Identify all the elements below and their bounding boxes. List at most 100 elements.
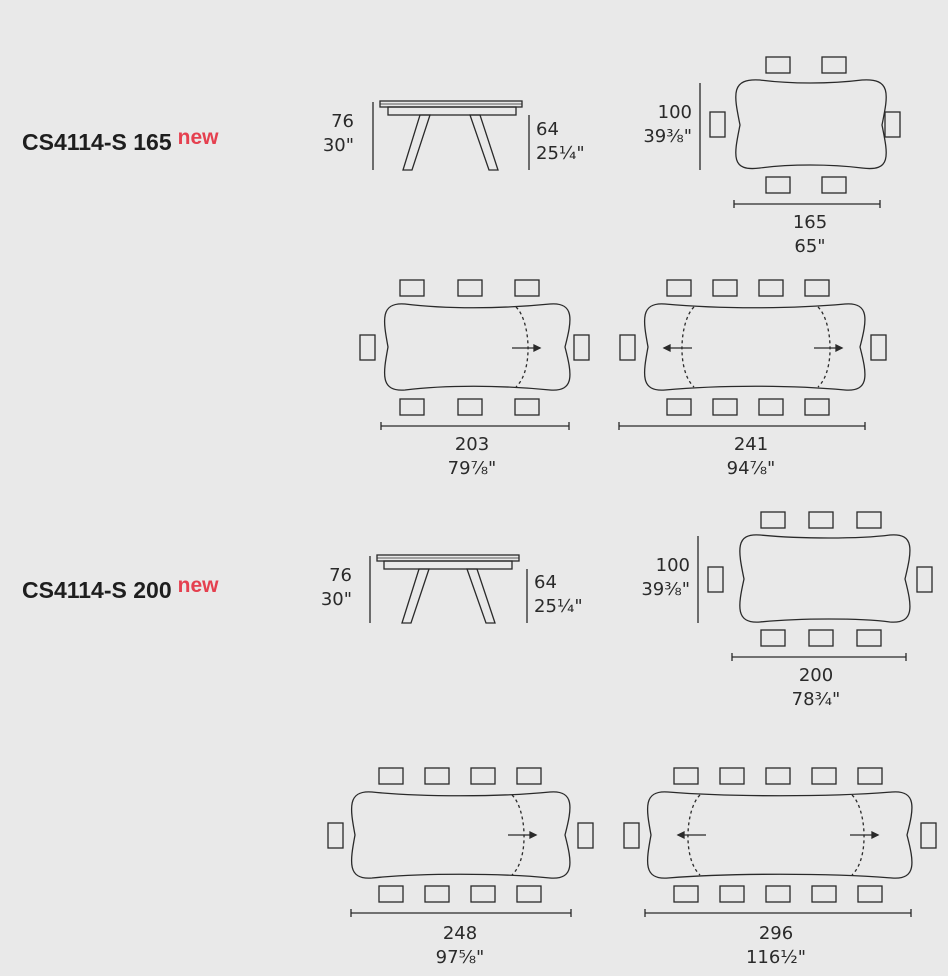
chair-icon: [758, 279, 784, 297]
top-length-label: 200 78¾": [776, 664, 856, 712]
height-in: 30": [320, 589, 352, 610]
leg-in: 25¼": [536, 143, 585, 164]
chair-icon: [857, 885, 883, 903]
chair-icon: [916, 566, 933, 593]
side-view-200: [369, 554, 528, 624]
chair-icon: [808, 511, 834, 529]
chair-icon: [573, 334, 590, 361]
extension-leaf-edge: [681, 306, 695, 388]
chair-icon: [804, 279, 830, 297]
extension-leaf-edge: [511, 794, 525, 876]
length-in: 78¾": [791, 689, 841, 710]
ext-in: 116½": [745, 947, 807, 968]
chair-icon: [623, 822, 640, 849]
chair-icon: [516, 767, 542, 785]
extension-view-241: [618, 279, 887, 430]
length-cm: 200: [798, 665, 834, 686]
chair-icon: [758, 398, 784, 416]
chair-icon: [457, 279, 483, 297]
apron: [383, 560, 513, 570]
chair-icon: [760, 629, 786, 647]
ext-cm: 248: [442, 923, 478, 944]
chair-icon: [359, 334, 376, 361]
chair-icon: [399, 398, 425, 416]
chair-icon: [516, 885, 542, 903]
top-length-label: 165 65": [770, 211, 850, 259]
extension-view-203: [359, 279, 590, 430]
arrow-head: [529, 830, 538, 840]
chair-icon: [811, 885, 837, 903]
extension-1-length-label: 203 79⅞": [432, 433, 512, 481]
chair-icon: [424, 767, 450, 785]
height-cm: 76: [331, 111, 354, 132]
chair-icon: [470, 767, 496, 785]
chair-icon: [457, 398, 483, 416]
chair-icon: [707, 566, 724, 593]
side-height-label: 76 30": [316, 564, 352, 612]
chair-icon: [856, 629, 882, 647]
ext-cm: 203: [454, 434, 490, 455]
chair-icon: [673, 885, 699, 903]
top-width-label: 100 39⅜": [626, 101, 692, 149]
leg-cm: 64: [536, 119, 559, 140]
new-badge: new: [177, 126, 219, 149]
tabletop-outline: [739, 534, 911, 623]
height-cm: 76: [329, 565, 352, 586]
new-badge: new: [177, 574, 219, 597]
ext-in: 79⅞": [447, 458, 497, 479]
model-name: CS4114-S 165: [22, 129, 172, 155]
extension-2-length-label: 296 116½": [736, 922, 816, 970]
chair-icon: [765, 885, 791, 903]
chair-icon: [765, 56, 791, 74]
extension-leaf-edge: [851, 794, 865, 876]
apron: [387, 106, 517, 116]
chair-icon: [856, 511, 882, 529]
chair-icon: [399, 279, 425, 297]
extension-leaf-edge: [687, 794, 701, 876]
chair-icon: [719, 767, 745, 785]
chair-icon: [327, 822, 344, 849]
extension-view-248: [327, 767, 594, 917]
arrow-head: [533, 343, 542, 353]
chair-icon: [920, 822, 937, 849]
width-in: 39⅜": [641, 579, 690, 600]
extension-view-296: [623, 767, 937, 917]
left-leg: [402, 114, 431, 171]
model-name: CS4114-S 200: [22, 577, 172, 603]
extension-1-length-label: 248 97⅝": [420, 922, 500, 970]
chair-icon: [857, 767, 883, 785]
chair-icon: [712, 279, 738, 297]
tabletop-outline: [646, 791, 913, 879]
tabletop-outline: [643, 303, 866, 391]
chair-icon: [666, 279, 692, 297]
left-leg: [401, 568, 430, 624]
ext-in: 94⅞": [726, 458, 776, 479]
extension-2-length-label: 241 94⅞": [711, 433, 791, 481]
tabletop-outline: [735, 79, 887, 170]
tabletop-outline: [383, 303, 571, 391]
side-view-165: [372, 100, 530, 171]
chair-icon: [514, 279, 540, 297]
chair-icon: [619, 334, 636, 361]
chair-icon: [666, 398, 692, 416]
extension-leaf-edge: [515, 306, 529, 388]
ext-in: 97⅝": [435, 947, 485, 968]
ext-cm: 241: [733, 434, 769, 455]
width-in: 39⅜": [643, 126, 692, 147]
chair-icon: [884, 111, 901, 138]
leg-cm: 64: [534, 572, 557, 593]
chair-icon: [765, 767, 791, 785]
chair-icon: [719, 885, 745, 903]
arrow-head: [871, 830, 880, 840]
chair-icon: [577, 822, 594, 849]
chair-icon: [514, 398, 540, 416]
chair-icon: [811, 767, 837, 785]
length-cm: 165: [792, 212, 828, 233]
arrow-head: [662, 343, 671, 353]
length-in: 65": [794, 236, 826, 257]
chair-icon: [673, 767, 699, 785]
chair-icon: [760, 511, 786, 529]
